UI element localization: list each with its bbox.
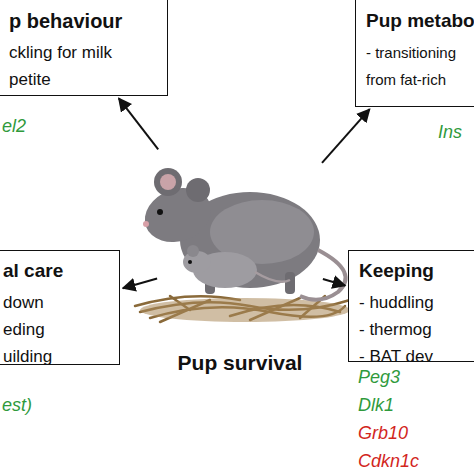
gene-label: Dlk1 [358,394,394,416]
box-body: eding [3,316,113,343]
topic-box: Keeping- huddling- thermog- BAT dev [348,250,474,362]
gene-label: Ins [438,121,462,143]
box-heading: p behaviour [9,9,167,33]
topic-box: al caredownedinguilding [0,250,120,365]
gene-label: Grb10 [358,422,408,444]
arrow-connector [323,279,345,286]
box-body: - transitioning from fat-rich [366,39,474,93]
topic-box: p behaviour ckling for milkpetite [0,0,168,96]
box-heading: Keeping [359,259,474,283]
arrow-connector [119,98,158,149]
box-body: - thermog [359,316,474,343]
box-body: down [3,289,113,316]
center-title: Pup survival [178,351,303,375]
center-node: Pup survival [160,135,320,375]
topic-box: Pup metabo - transitioning from fat-rich [355,0,474,107]
gene-label: est) [2,394,32,416]
box-body: petite [9,66,159,93]
gene-label: Cdkn1c [358,450,419,472]
arrow-connector [123,279,157,289]
gene-label: el2 [2,115,26,137]
box-body: - huddling [359,289,474,316]
box-body: ckling for milk [9,39,159,66]
box-body: - BAT dev [359,343,474,370]
box-heading: al care [3,259,119,283]
box-heading: Pup metabo [366,9,474,33]
box-body: uilding [3,343,113,370]
gene-label: Peg3 [358,366,400,388]
arrow-connector [322,109,370,163]
